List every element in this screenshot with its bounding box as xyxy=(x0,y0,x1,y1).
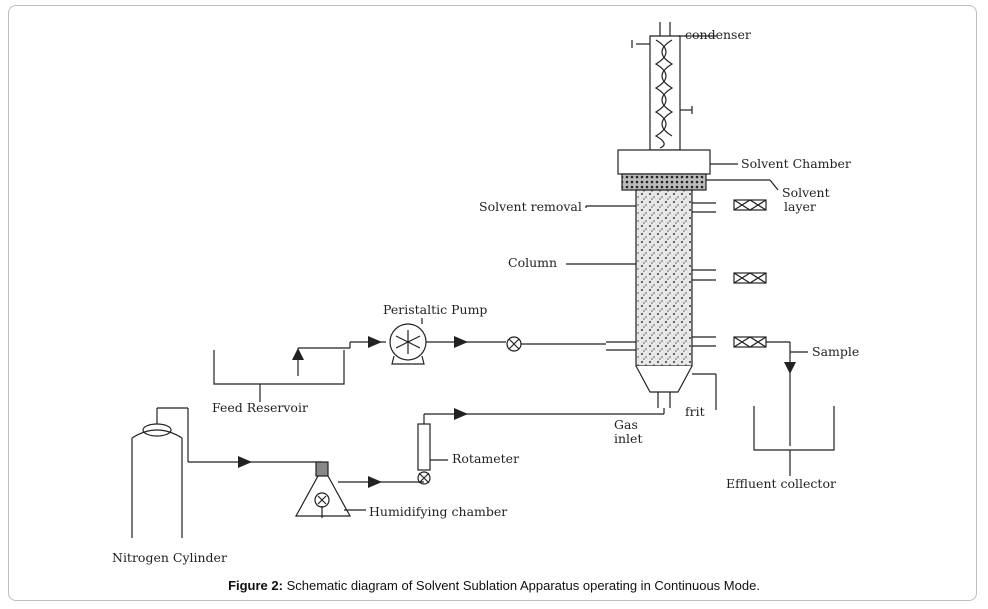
feed-valve xyxy=(506,336,606,352)
figure-caption: Figure 2: Schematic diagram of Solvent S… xyxy=(0,578,988,593)
nitrogen-cylinder xyxy=(131,407,322,538)
figure-frame xyxy=(8,5,977,601)
label-effluent-collector: Effluent collector xyxy=(726,476,836,491)
label-gas-inlet-1: Gas xyxy=(614,417,638,432)
label-condenser: condenser xyxy=(685,27,751,42)
label-peristaltic-pump: Peristaltic Pump xyxy=(383,302,487,317)
peristaltic-pump xyxy=(389,318,506,365)
feed-reservoir xyxy=(213,341,386,402)
label-sample: Sample xyxy=(812,344,859,359)
condenser xyxy=(631,22,716,151)
label-solvent-layer-2: layer xyxy=(784,199,816,214)
label-feed-reservoir: Feed Reservoir xyxy=(212,400,308,415)
label-solvent-removal: Solvent removal xyxy=(479,199,582,214)
label-column: Column xyxy=(508,255,557,270)
packed-column xyxy=(566,189,717,410)
effluent-line xyxy=(753,341,835,476)
port-valves xyxy=(733,199,767,348)
label-nitrogen-cylinder: Nitrogen Cylinder xyxy=(112,550,227,565)
solvent-chamber xyxy=(617,149,779,191)
label-rotameter: Rotameter xyxy=(452,451,519,466)
caption-text: Schematic diagram of Solvent Sublation A… xyxy=(282,578,760,593)
label-solvent-layer-1: Solvent xyxy=(782,185,830,200)
label-humidifying-chamber: Humidifying chamber xyxy=(369,504,507,519)
caption-prefix: Figure 2: xyxy=(228,578,283,593)
label-frit: frit xyxy=(685,404,705,419)
label-gas-inlet-2: inlet xyxy=(614,431,642,446)
label-solvent-chamber: Solvent Chamber xyxy=(741,156,851,171)
